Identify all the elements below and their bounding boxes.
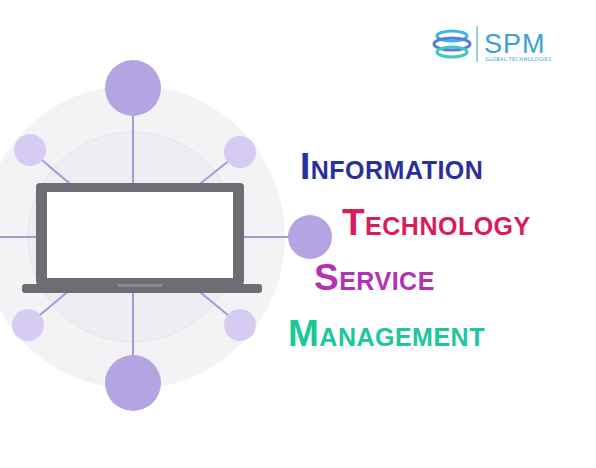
network-lines (0, 88, 310, 383)
background-disc (0, 85, 285, 389)
title-word: TECHNOLOGY (342, 204, 531, 241)
logo-icon (434, 26, 477, 62)
network-circles (12, 60, 332, 411)
title-word: SERVICE (314, 259, 435, 296)
title-word: MANAGEMENT (288, 315, 485, 352)
logo-subtitle: GLOBAL TECHNOLOGIES (485, 57, 552, 62)
laptop (22, 183, 262, 293)
logo-text: SPM (484, 31, 546, 58)
title-word: INFORMATION (300, 148, 483, 185)
